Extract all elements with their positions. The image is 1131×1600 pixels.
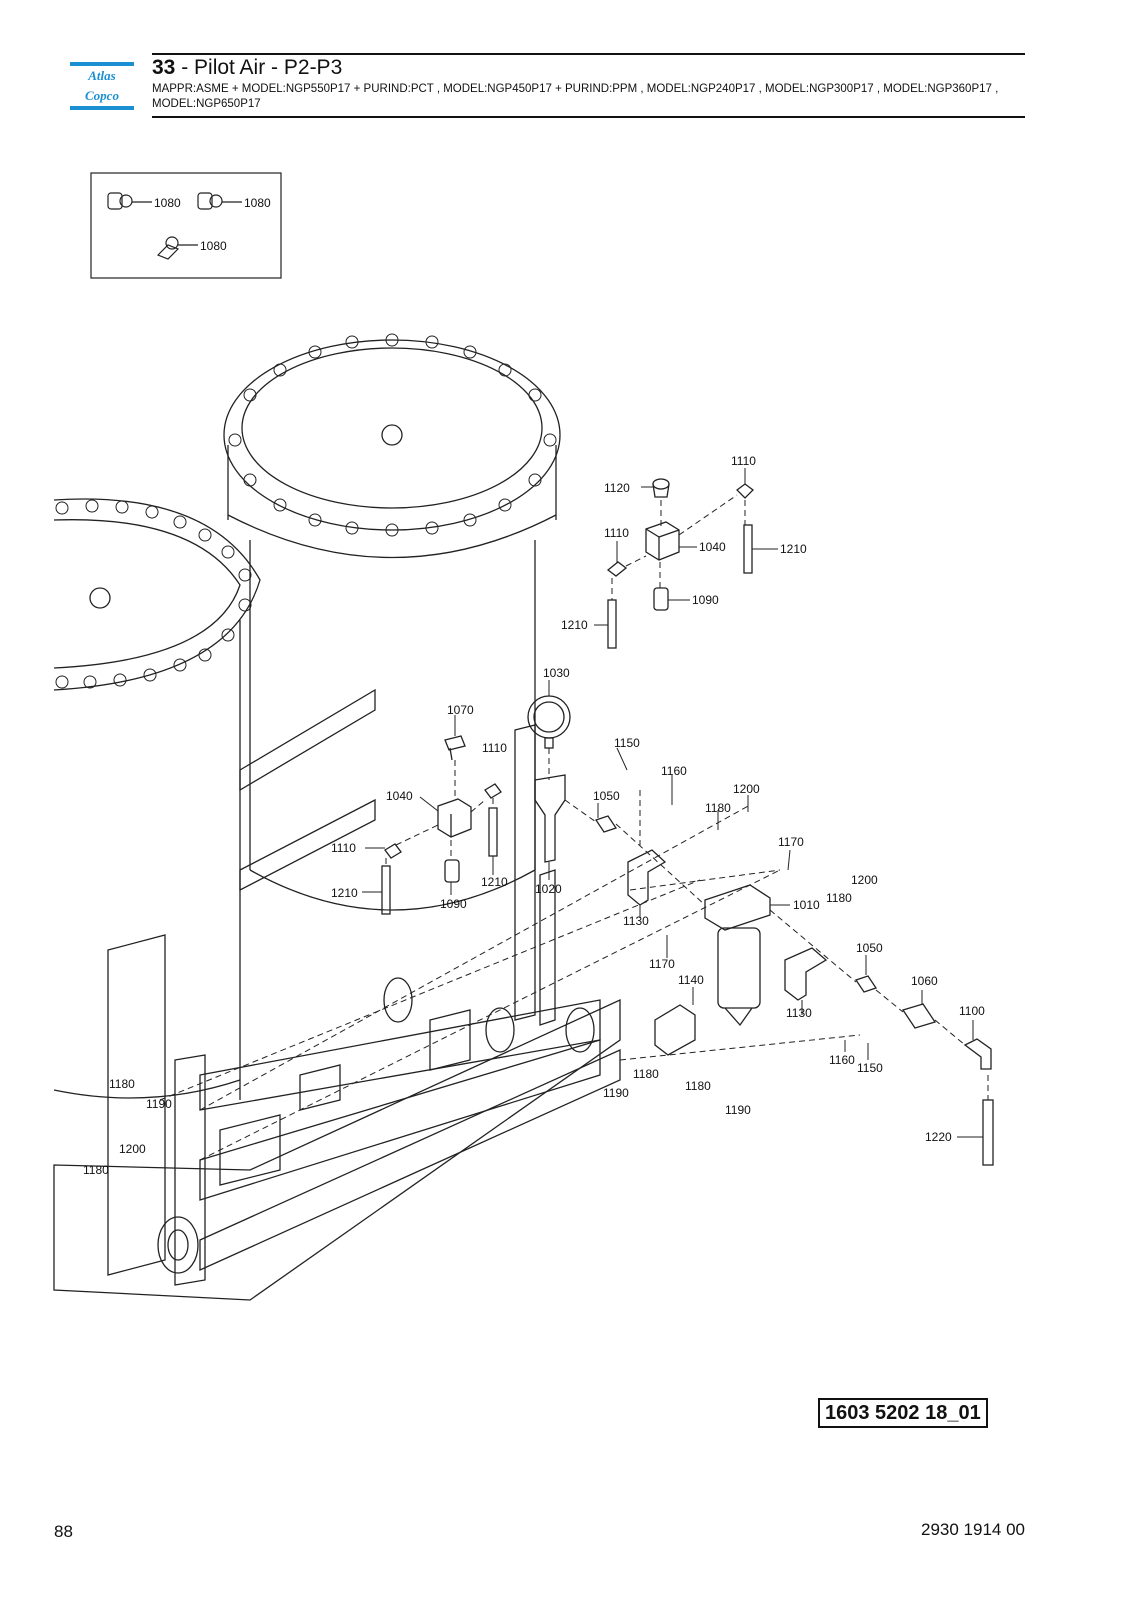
applicability-text: MAPPR:ASME + MODEL:NGP550P17 + PURIND:PC…	[152, 83, 999, 110]
coupling-1060	[901, 1003, 937, 1029]
callout: 1040	[699, 540, 726, 554]
leader-lines	[362, 468, 983, 1138]
callout: 1090	[692, 593, 719, 607]
callout: 1110	[731, 454, 756, 468]
callout: 1030	[543, 666, 570, 680]
callout: 1090	[440, 897, 467, 911]
logo-bar-top	[70, 62, 134, 66]
fitting-1050-mid	[594, 815, 618, 833]
callout: 1210	[331, 886, 358, 900]
callout: 1170	[778, 835, 804, 849]
callout: 1110	[331, 841, 356, 855]
header-rule-top	[152, 53, 1025, 55]
callout: 1130	[786, 1006, 812, 1020]
elbow-1100	[963, 1038, 992, 1070]
callout-labels: 1110 1120 1110 1040 1210 1090 1210 1030 …	[83, 454, 985, 1177]
logo-bar-bottom	[70, 106, 134, 110]
callout: 1160	[829, 1053, 855, 1067]
bracket-1130-right	[784, 947, 828, 1001]
inset-label: 1080	[154, 196, 181, 210]
callout: 1180	[83, 1163, 109, 1177]
bracket-1130-top	[627, 849, 667, 906]
page-number: 88	[54, 1522, 73, 1541]
callout: 1020	[535, 882, 562, 896]
callout: 1190	[603, 1086, 629, 1100]
callout: 1170	[649, 957, 675, 971]
callout: 1220	[925, 1130, 952, 1144]
plug-1120	[652, 478, 670, 498]
exploded-components	[381, 478, 994, 1166]
callout: 1180	[109, 1077, 135, 1091]
callout: 1010	[793, 898, 820, 912]
callout: 1120	[604, 481, 630, 495]
callout: 1130	[623, 914, 649, 928]
callout: 1060	[911, 974, 938, 988]
solenoid-1040-mid	[437, 798, 472, 838]
inset-label: 1080	[200, 239, 227, 253]
callout: 1100	[959, 1004, 985, 1018]
document-number: 2930 1914 00	[921, 1520, 1025, 1539]
elbow-1110-top	[736, 483, 754, 499]
callout: 1190	[725, 1103, 751, 1117]
left-vessel	[53, 498, 261, 1100]
tube-1210-right	[743, 524, 753, 574]
callout: 1040	[386, 789, 413, 803]
silencer-1090-mid	[444, 859, 460, 883]
tube-1210-mid	[488, 807, 498, 857]
callout: 1050	[856, 941, 883, 955]
callout: 1210	[561, 618, 588, 632]
drawing-number: 1603 5202 18_01	[818, 1398, 988, 1428]
elbow-1110-low	[384, 843, 402, 859]
callout: 1070	[447, 703, 474, 717]
callout: 1150	[614, 736, 640, 750]
page-title: 33 - Pilot Air - P2-P3	[152, 56, 342, 80]
fitting-1050-right	[854, 975, 878, 993]
inset-fitting-1	[107, 192, 133, 210]
callout: 1200	[119, 1142, 146, 1156]
inset-fitting-2	[197, 192, 223, 210]
logo-text: Atlas Copco	[85, 68, 119, 103]
callout: 1110	[604, 526, 629, 540]
atlas-copco-logo: Atlas Copco	[70, 62, 134, 110]
support-frame	[53, 688, 621, 1301]
inset-label: 1080	[244, 196, 271, 210]
solenoid-1040-top	[645, 521, 680, 561]
callout: 1150	[857, 1061, 883, 1075]
regulator-1020	[534, 774, 566, 863]
callout: 1050	[593, 789, 620, 803]
callout: 1140	[678, 973, 704, 987]
elbow-1110-left	[606, 561, 628, 577]
flange-bolts	[55, 333, 557, 689]
callout: 1180	[633, 1067, 659, 1081]
tube-1210-left	[607, 599, 617, 649]
assembly-lines	[159, 494, 989, 1161]
callout: 1200	[733, 782, 760, 796]
callout: 1180	[826, 891, 852, 905]
elbow-1110-mid	[484, 783, 502, 799]
process-piping	[157, 977, 601, 1274]
callout: 1180	[685, 1079, 711, 1093]
right-vessel	[223, 339, 561, 911]
filter-1010	[704, 884, 771, 1027]
callout: 1190	[146, 1097, 172, 1111]
silencer-1090-top	[653, 587, 669, 611]
section-title: - Pilot Air - P2-P3	[175, 56, 343, 79]
callout: 1110	[482, 741, 507, 755]
callout: 1200	[851, 873, 878, 887]
tee-1070	[444, 735, 466, 761]
tube-1210-low	[381, 865, 391, 915]
callout: 1210	[780, 542, 807, 556]
header-rule-bottom	[152, 116, 1025, 118]
tube-1220	[982, 1099, 994, 1166]
inset-box	[90, 172, 282, 279]
bracket-1140	[654, 1004, 696, 1056]
section-number: 33	[152, 56, 176, 79]
callout: 1160	[661, 764, 687, 778]
gauge-1030	[527, 695, 571, 749]
callout: 1180	[705, 801, 731, 815]
inset-fitting-3	[156, 236, 180, 260]
inset-labels: 1080 1080 1080	[154, 196, 271, 253]
callout: 1210	[481, 875, 508, 889]
